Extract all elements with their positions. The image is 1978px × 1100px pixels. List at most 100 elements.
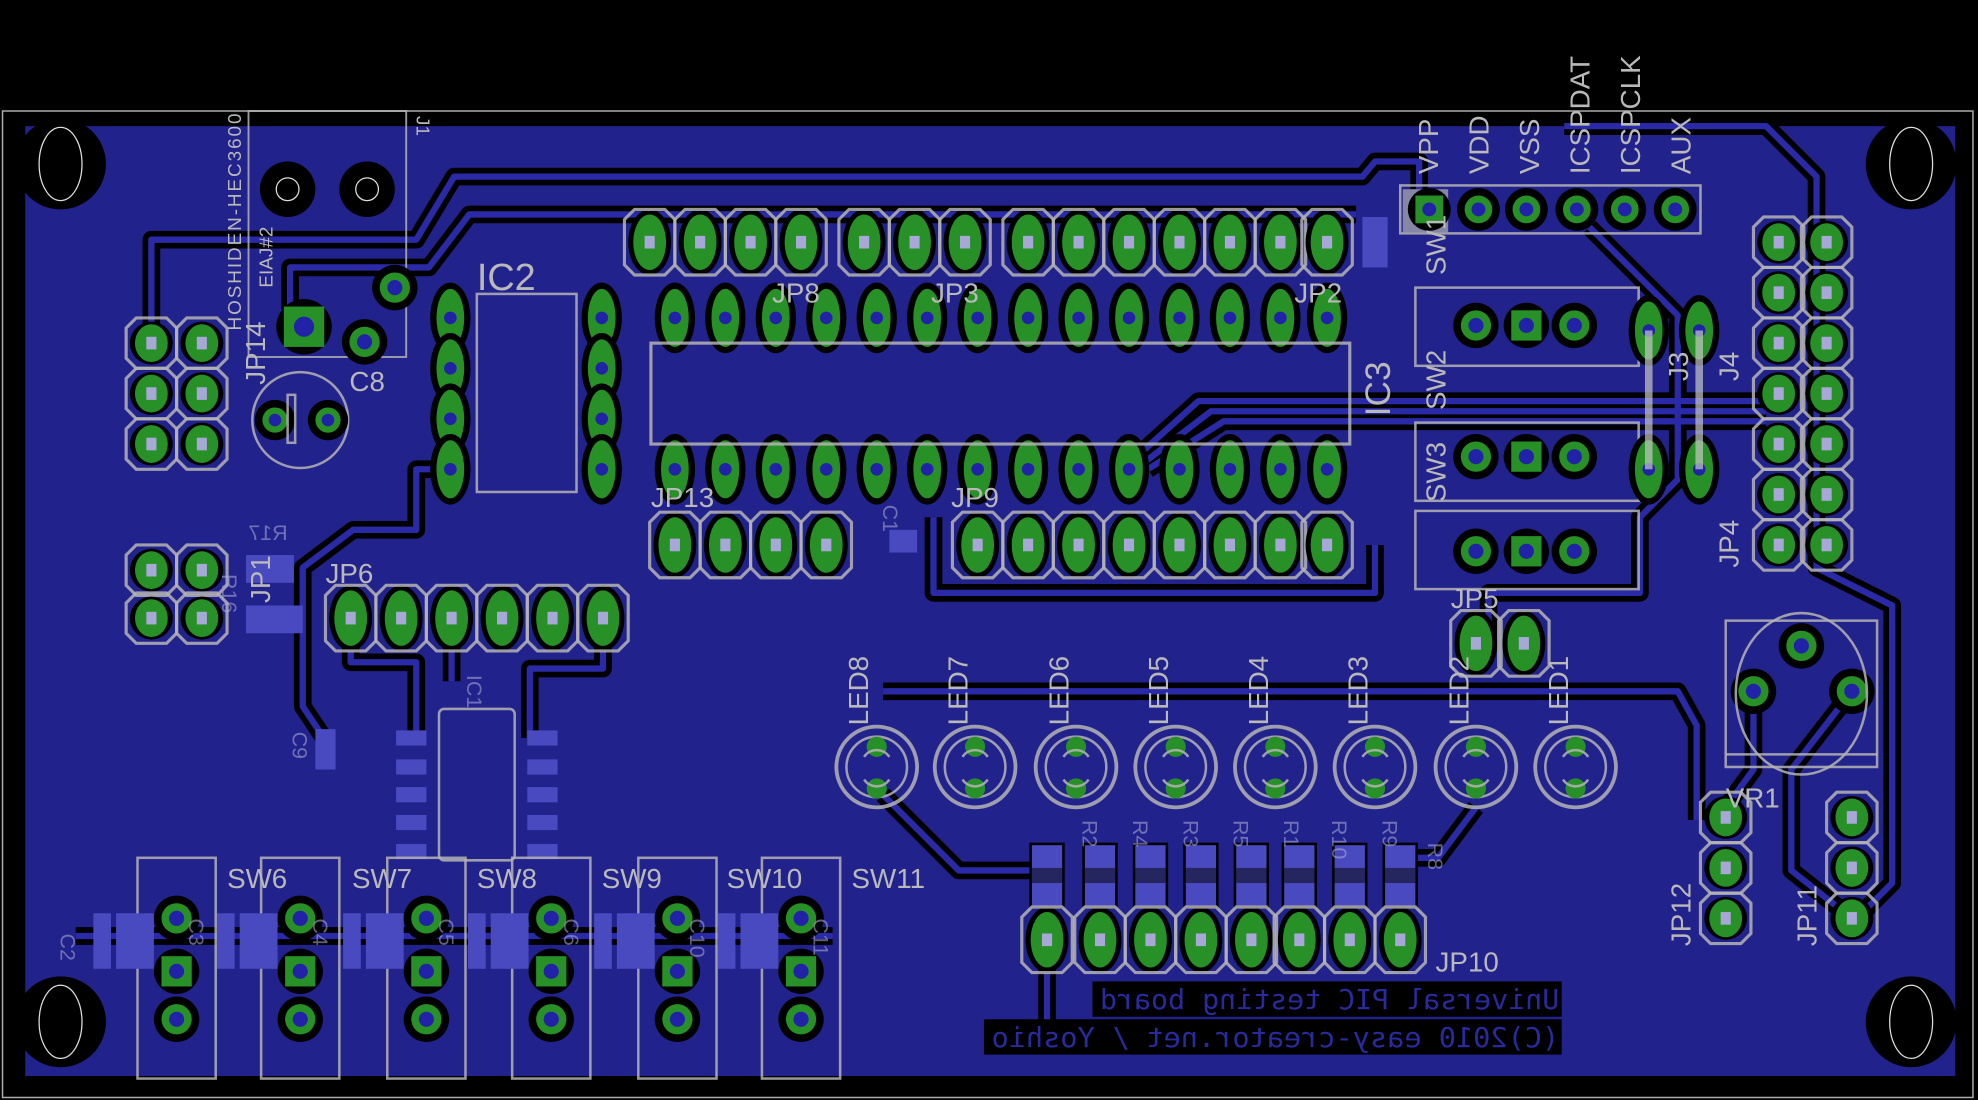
- label-j3: J3: [1663, 352, 1694, 381]
- trace: [880, 792, 1035, 874]
- label-eiaj: EIAJ#2: [256, 227, 277, 288]
- resistor-label: R4: [1128, 820, 1152, 847]
- label-vr1: VR1: [1726, 782, 1780, 813]
- led-pin: [1364, 778, 1386, 799]
- label-jp1: JP1: [245, 555, 276, 603]
- label-jp10: JP10: [1436, 946, 1499, 977]
- label-c2: C2: [56, 933, 80, 960]
- label-sw1: SW1: [1421, 215, 1452, 275]
- led-label: LED3: [1342, 656, 1373, 725]
- icsp-outline: [1398, 184, 1702, 235]
- label-jp4: JP4: [1713, 520, 1744, 568]
- trace: [1120, 397, 1767, 472]
- r16-smd: [245, 605, 303, 634]
- led-pin: [1265, 778, 1286, 799]
- label-sw2: SW2: [1421, 350, 1452, 410]
- trace: [883, 688, 1700, 820]
- board-text-line2: (C)2010 easy-creator.net / Yoshio: [992, 1021, 1560, 1054]
- ic3-outline: [649, 341, 1352, 446]
- resistor-label: R1: [1279, 820, 1303, 847]
- resistor-label: R9: [1378, 820, 1402, 847]
- label-r17: R17: [248, 521, 287, 545]
- label-jp13: JP13: [651, 482, 714, 513]
- ic1-pad: [527, 814, 558, 831]
- led-label: LED8: [843, 656, 874, 725]
- switch-label: SW10: [727, 863, 803, 894]
- led-label: LED2: [1443, 656, 1474, 725]
- led-pin: [1165, 778, 1186, 799]
- ic1-pad: [396, 787, 427, 803]
- led-outline: [1533, 724, 1618, 810]
- led-pin: [1265, 736, 1286, 757]
- led-outline: [1133, 724, 1218, 810]
- cap-smd: [490, 913, 529, 969]
- trace: [148, 158, 1423, 331]
- led-pin: [1065, 736, 1087, 757]
- led-outline: [1332, 724, 1418, 810]
- j1-pad: [339, 161, 395, 217]
- ic1-pad: [527, 730, 558, 746]
- icsp-label-vdd: VDD: [1464, 115, 1495, 174]
- label-jp12: JP12: [1665, 883, 1696, 946]
- trace: [299, 466, 451, 747]
- icsp-label-vpp: VPP: [1413, 119, 1444, 175]
- cap-smd: [365, 913, 404, 969]
- c9-smd: [315, 729, 336, 770]
- label-jp2: JP2: [1294, 278, 1342, 309]
- label-ic3: IC3: [1359, 361, 1398, 416]
- ic1-pad: [527, 843, 558, 860]
- mounting-hole: [15, 976, 106, 1068]
- trace: [1723, 691, 1757, 810]
- switch-label: SW11: [851, 863, 925, 894]
- board-text-line1: Universal PIC testing board: [1100, 983, 1559, 1016]
- led-pin: [866, 736, 887, 757]
- ic1-outline: [437, 707, 516, 862]
- board-outline: [1, 110, 1974, 1099]
- icsp-label-icspdat: ICSPDAT: [1564, 56, 1595, 174]
- ic1-pad: [396, 843, 427, 860]
- r17-smd: [245, 555, 294, 583]
- vr1-outline: [1724, 619, 1879, 769]
- mounting-hole: [1865, 976, 1957, 1068]
- silkscreen-labels: J1 HOSHIDEN-HEC3600 EIAJ#2 JP14 C8 IC2 J…: [56, 55, 1823, 1055]
- label-j1: J1: [411, 116, 432, 136]
- led-pin: [1465, 778, 1487, 799]
- label-hoshiden: HOSHIDEN-HEC3600: [225, 114, 246, 331]
- cap-label: C5: [434, 918, 458, 945]
- led-pin: [866, 778, 887, 799]
- led-outline: [834, 724, 919, 810]
- trace: [1412, 805, 1479, 861]
- led-outline: [1233, 724, 1318, 810]
- cap-label: C3: [184, 918, 208, 945]
- mounting-hole: [15, 118, 106, 210]
- label-ic1: IC1: [462, 675, 486, 708]
- led-outline: [1433, 724, 1519, 810]
- trace: [1564, 122, 1896, 924]
- label-r16: R16: [217, 574, 241, 613]
- ic1-pad: [527, 787, 558, 803]
- label-r8: R8: [1423, 843, 1447, 870]
- led-pin: [1165, 736, 1186, 757]
- led-pin: [965, 778, 986, 799]
- cap-smd: [239, 913, 278, 969]
- cap-smd: [116, 913, 154, 969]
- switch-label: SW9: [602, 863, 662, 894]
- ic1-pad: [396, 814, 427, 831]
- sw1-smd: [1362, 216, 1388, 268]
- led-outline: [932, 724, 1018, 810]
- label-ic2: IC2: [477, 257, 536, 299]
- cap-label: C11: [809, 918, 833, 956]
- switch-outline: [1414, 509, 1640, 591]
- j1-pad: [259, 161, 316, 217]
- mounting-hole: [1865, 118, 1957, 210]
- c1-smd: [889, 529, 918, 553]
- label-sw3: SW3: [1421, 442, 1452, 502]
- trace: [1788, 689, 1855, 921]
- cap-label: C6: [559, 918, 583, 945]
- switch-label: SW7: [352, 863, 412, 894]
- label-jp3: JP3: [931, 278, 979, 309]
- resistor-label: R2: [1077, 820, 1101, 847]
- j1-outline: [247, 110, 408, 358]
- trace: [286, 211, 1357, 310]
